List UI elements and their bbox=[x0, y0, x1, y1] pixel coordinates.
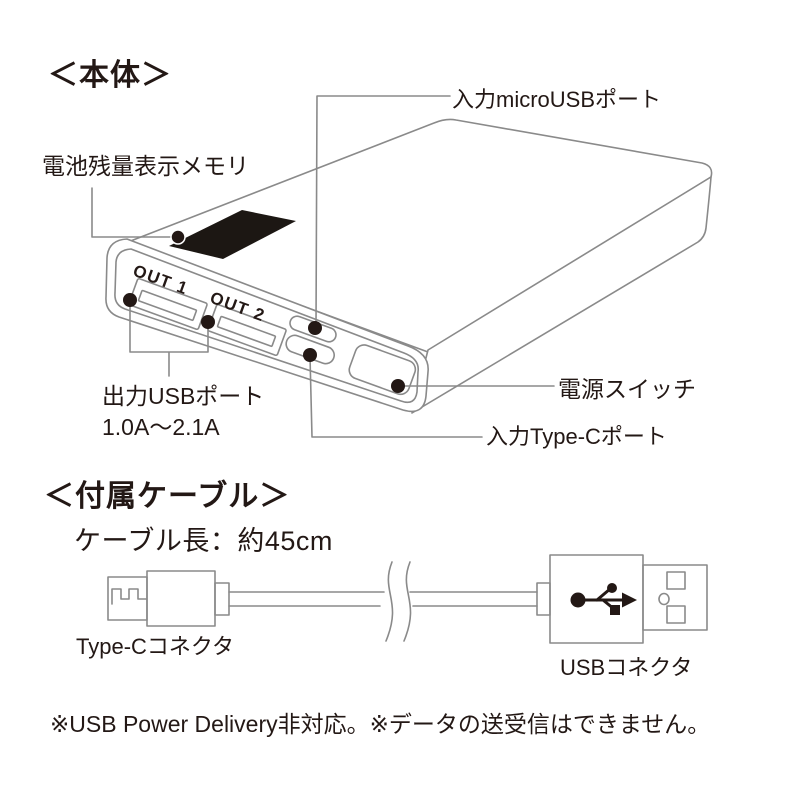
usb-a-connector bbox=[536, 554, 708, 644]
power-switch bbox=[348, 344, 417, 396]
power-bank-illustration bbox=[105, 118, 713, 414]
dot-switch bbox=[391, 379, 405, 393]
dot-battery bbox=[170, 229, 186, 245]
type-c-connector-teeth bbox=[111, 588, 147, 605]
label-battery-indicator: 電池残量表示メモリ bbox=[42, 153, 249, 179]
callout-dots bbox=[123, 229, 405, 393]
dot-out1 bbox=[123, 293, 137, 307]
leader-usb-out bbox=[129, 300, 209, 377]
label-usb-output-line1: 出力USBポート bbox=[102, 383, 265, 409]
dot-typec bbox=[303, 348, 317, 362]
section-title-main-unit: ＜本体＞ bbox=[48, 59, 172, 92]
cable-line bbox=[228, 561, 538, 642]
usb-shield-hole-top bbox=[666, 571, 686, 590]
dot-microusb bbox=[308, 321, 322, 335]
usb-out1-port bbox=[128, 277, 208, 331]
leader-microusb bbox=[315, 95, 451, 327]
power-bank-front-face bbox=[105, 238, 429, 413]
usb-trident-icon bbox=[570, 583, 637, 615]
type-c-connector bbox=[107, 570, 230, 627]
section-title-cable: ＜付属ケーブル＞ bbox=[44, 480, 291, 513]
label-micro-usb-input: 入力microUSBポート bbox=[452, 87, 662, 112]
usb-shield-hole-bottom bbox=[666, 605, 686, 624]
leader-lines bbox=[91, 95, 555, 438]
label-power-switch: 電源スイッチ bbox=[558, 376, 696, 402]
power-bank-top-face bbox=[127, 118, 713, 353]
usb-shield-hole-oval bbox=[658, 592, 670, 606]
dot-out2 bbox=[201, 315, 215, 329]
label-usb-output-line2: 1.0A～2.1A bbox=[102, 414, 220, 440]
leader-typec bbox=[309, 355, 483, 438]
label-usb-output: 出力USBポート 1.0A～2.1A bbox=[102, 381, 264, 443]
power-bank-side-face bbox=[411, 176, 712, 414]
label-type-c-connector: Type-Cコネクタ bbox=[76, 634, 235, 659]
power-bank-front-bezel bbox=[114, 248, 420, 404]
leader-battery bbox=[91, 187, 173, 238]
cable-illustration bbox=[107, 554, 708, 644]
label-cable-length: ケーブル長：約45cm bbox=[74, 526, 333, 556]
label-type-c-input: 入力Type-Cポート bbox=[486, 424, 667, 449]
cable-break-mark bbox=[385, 561, 412, 642]
battery-display-panel bbox=[169, 210, 296, 259]
label-usb-connector: USBコネクタ bbox=[560, 655, 693, 680]
footnote: ※USB Power Delivery非対応。※データの送受信はできません。 bbox=[50, 711, 711, 737]
